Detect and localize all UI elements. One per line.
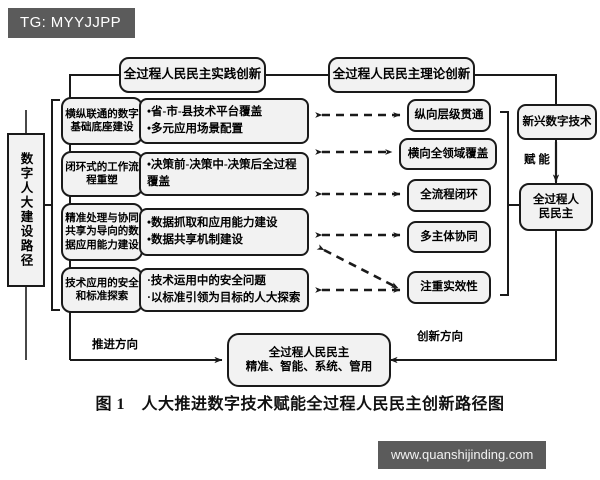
node-feature-1-label: 纵向层级贯通 <box>414 109 484 122</box>
node-whole-process-democracy-right[interactable]: 全过程人 民民主 <box>520 184 592 230</box>
node-detail-item-3[interactable]: •数据抓取和应用能力建设 •数据共享机制建设 <box>140 209 308 255</box>
node-detail-item-4[interactable]: ·技术运用中的安全问题 ·以标准引领为目标的人大探索 <box>140 269 308 311</box>
node-path-item-1-line2: 基础底座建设 <box>70 122 134 133</box>
node-whole-process-democracy-right-line2: 民民主 <box>538 208 574 220</box>
node-path-item-1[interactable]: 横纵联通的数字 基础底座建设 <box>62 98 142 144</box>
node-practice-innovation-label: 全过程人民民主实践创新 <box>123 67 262 82</box>
node-summary-democracy[interactable]: 全过程人民民主 精准、智能、系统、管用 <box>228 334 390 386</box>
node-path-item-2-line1: 闭环式的工作流 <box>65 161 139 173</box>
node-path-item-3-line1: 精准处理与协同 <box>65 213 139 225</box>
node-feature-5-label: 注重实效性 <box>420 281 478 294</box>
node-path-item-2-line2: 程重塑 <box>86 175 118 186</box>
node-detail-item-4-bullet1: ·技术运用中的安全问题 <box>147 275 266 288</box>
node-detail-item-3-bullet1: •数据抓取和应用能力建设 <box>147 217 278 230</box>
node-feature-2[interactable]: 横向全领域覆盖 <box>400 139 496 169</box>
watermark-overlay: www.quanshijinding.com <box>378 441 547 469</box>
node-path-item-4-line2: 和标准探索 <box>75 291 129 302</box>
node-theory-innovation-label: 全过程人民民主理论创新 <box>332 67 471 82</box>
node-summary-democracy-line1: 全过程人民民主 <box>268 346 350 359</box>
node-path-item-4[interactable]: 技术应用的安全 和标准探索 <box>62 268 142 312</box>
node-feature-3[interactable]: 全流程闭环 <box>408 180 490 211</box>
node-detail-item-4-bullet2: ·以标准引领为目标的人大探索 <box>147 292 301 304</box>
node-path-item-3[interactable]: 精准处理与协同 共享为导向的数 据应用能力建设 <box>62 204 142 260</box>
node-path-item-3-line3: 据应用能力建设 <box>65 239 139 251</box>
node-emerging-digital-tech-label: 新兴数字技术 <box>522 115 592 128</box>
edge-label-innovation-direction-text: 创新方向 <box>417 331 463 343</box>
node-practice-innovation[interactable]: 全过程人民民主实践创新 <box>120 58 265 92</box>
node-theory-innovation[interactable]: 全过程人民民主理论创新 <box>329 58 474 92</box>
node-detail-item-1-bullet2: •多元应用场景配置 <box>147 123 244 135</box>
node-path-item-2[interactable]: 闭环式的工作流 程重塑 <box>62 152 142 196</box>
node-feature-4-label: 多主体协同 <box>420 230 478 243</box>
node-detail-item-1-bullet1: •省-市-县技术平台覆盖 <box>147 106 263 119</box>
node-path-item-3-line2: 共享为导向的数 <box>65 226 139 238</box>
node-detail-item-2-bullet2: 覆盖 <box>147 176 170 188</box>
node-summary-democracy-line2: 精准、智能、系统、管用 <box>245 361 373 373</box>
tag-overlay-badge: TG: MYYJJPP <box>8 8 136 38</box>
edge-label-empower-text: 赋 能 <box>524 154 550 166</box>
node-detail-item-1[interactable]: •省-市-县技术平台覆盖 •多元应用场景配置 <box>140 99 308 143</box>
node-whole-process-democracy-right-line1: 全过程人 <box>533 193 579 206</box>
edge-label-advance-direction-text: 推进方向 <box>92 339 138 351</box>
edge-label-advance-direction: 推进方向 <box>92 336 138 352</box>
edge-label-innovation-direction: 创新方向 <box>417 328 463 344</box>
node-feature-1[interactable]: 纵向层级贯通 <box>408 100 490 131</box>
node-detail-item-2-bullet1: •决策前-决策中-决策后全过程 <box>147 159 297 172</box>
node-detail-item-3-bullet2: •数据共享机制建设 <box>147 234 244 246</box>
node-feature-2-label: 横向全领域覆盖 <box>407 147 489 160</box>
node-feature-5[interactable]: 注重实效性 <box>408 272 490 303</box>
node-digital-npc-path-label: 数字人大建设路径 <box>18 152 33 268</box>
node-emerging-digital-tech[interactable]: 新兴数字技术 <box>518 105 596 139</box>
node-digital-npc-path[interactable]: 数字人大建设路径 <box>8 134 44 286</box>
figure-caption: 图 1 人大推进数字技术赋能全过程人民民主创新路径图 <box>95 396 505 413</box>
node-path-item-1-line1: 横纵联通的数字 <box>65 108 139 120</box>
node-path-item-4-line1: 技术应用的安全 <box>65 277 139 289</box>
node-detail-item-2[interactable]: •决策前-决策中-决策后全过程 覆盖 <box>140 153 308 195</box>
edge-label-empower: 赋 能 <box>524 151 550 167</box>
node-feature-4[interactable]: 多主体协同 <box>408 222 490 252</box>
node-feature-3-label: 全流程闭环 <box>420 189 478 202</box>
